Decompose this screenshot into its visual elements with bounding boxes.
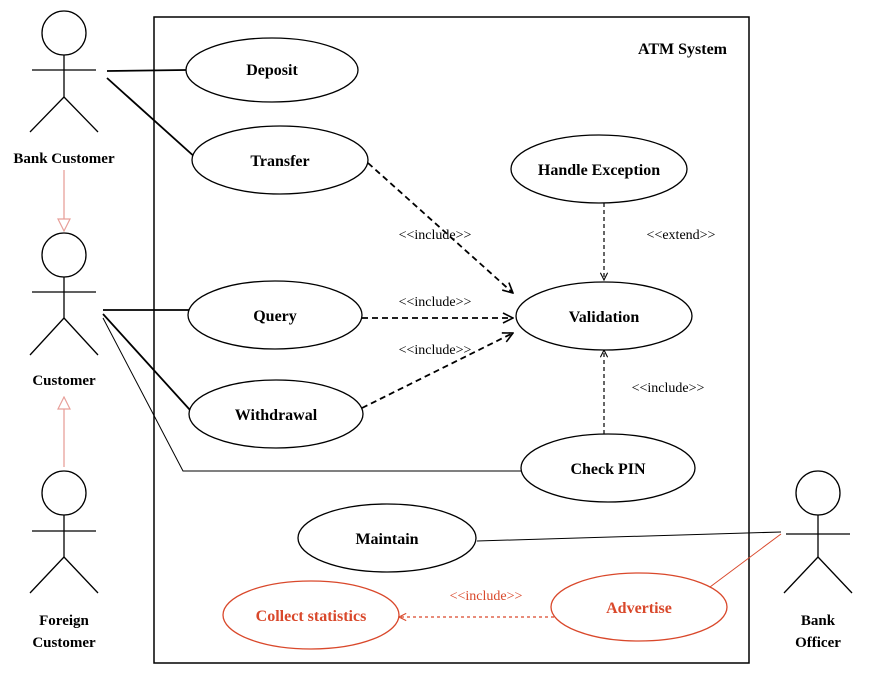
association-customer-check-pin [102, 317, 521, 472]
stereotype-advertise-include: <<include>> [450, 589, 523, 604]
use-case-transfer[interactable]: Transfer [191, 125, 369, 195]
use-case-label-collect-statistics: Collect statistics [256, 608, 367, 625]
use-case-check-pin[interactable]: Check PIN [520, 433, 696, 503]
use-case-deposit[interactable]: Deposit [185, 37, 359, 103]
actor-label-bank-officer-line2: Officer [795, 635, 841, 651]
include-transfer-validation [367, 162, 513, 293]
actor-customer[interactable] [29, 232, 99, 356]
actor-label-bank-customer: Bank Customer [13, 151, 115, 167]
association-officer-maintain [476, 531, 782, 542]
use-case-label-deposit: Deposit [246, 62, 298, 79]
actor-head [41, 232, 87, 278]
use-case-validation[interactable]: Validation [515, 281, 693, 351]
actor-label-foreign-customer-line2: Customer [32, 635, 96, 651]
association-officer-advertise [709, 533, 782, 588]
stereotype-withdrawal-include: <<include>> [399, 343, 472, 358]
actor-head [795, 470, 841, 516]
use-case-advertise[interactable]: Advertise [550, 572, 728, 642]
actor-label-foreign-customer-line1: Foreign [39, 613, 89, 629]
stereotype-query-include: <<include>> [399, 295, 472, 310]
stereotype-check-pin-include: <<include>> [632, 381, 705, 396]
system-title: ATM System [638, 41, 728, 58]
use-case-label-transfer: Transfer [250, 153, 309, 170]
use-case-label-check-pin: Check PIN [570, 461, 646, 478]
use-case-label-advertise: Advertise [606, 600, 672, 617]
use-case-withdrawal[interactable]: Withdrawal [188, 379, 364, 449]
use-case-label-withdrawal: Withdrawal [235, 407, 318, 424]
actor-bank-customer[interactable] [29, 10, 99, 133]
stereotype-handle-exception-extend: <<extend>> [647, 228, 716, 243]
actor-label-customer: Customer [32, 373, 96, 389]
use-case-label-query: Query [253, 308, 297, 325]
actor-head [41, 10, 87, 56]
use-case-label-maintain: Maintain [355, 531, 418, 548]
stereotype-transfer-include: <<include>> [399, 228, 472, 243]
use-case-label-handle-exception: Handle Exception [538, 162, 660, 179]
association-bank-customer-transfer [106, 77, 198, 160]
association-bank-customer-deposit [106, 69, 187, 72]
use-case-collect-statistics[interactable]: Collect statistics [222, 580, 400, 650]
system-boundary [153, 16, 750, 664]
include-withdrawal-validation [361, 333, 513, 409]
actor-bank-officer[interactable] [783, 470, 853, 594]
actor-label-bank-officer-line1: Bank [801, 613, 836, 629]
use-case-label-validation: Validation [569, 309, 640, 326]
use-case-handle-exception[interactable]: Handle Exception [510, 134, 688, 204]
use-case-query[interactable]: Query [187, 280, 363, 350]
actor-head [41, 470, 87, 516]
use-case-maintain[interactable]: Maintain [297, 503, 477, 573]
actor-foreign-customer[interactable] [29, 470, 99, 594]
association-customer-withdrawal [102, 313, 191, 411]
